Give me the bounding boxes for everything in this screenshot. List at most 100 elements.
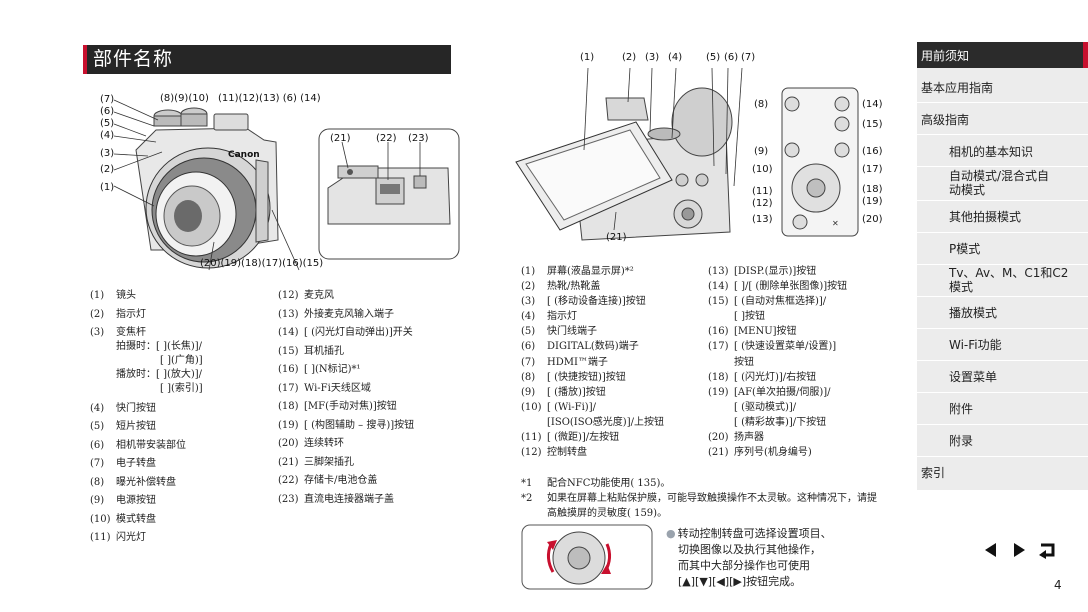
list-item: (19)[ (构图辅助 – 搜寻)]按钮 (278, 419, 415, 431)
next-page-button[interactable] (1008, 540, 1030, 560)
list-item: (22)存储卡/电池仓盖 (278, 475, 378, 486)
ctrl-callout-20: (20) (862, 214, 883, 225)
list-item: (20)连续转环 (278, 438, 344, 449)
ctrl-callout-9: (9) (754, 146, 769, 157)
list-item: (1)镜头 (90, 290, 136, 301)
triangle-left-icon (985, 543, 996, 557)
back-callout-2: (2) (622, 52, 637, 63)
list-item: (20)扬声器 (708, 432, 764, 444)
sidebar-item-other-modes[interactable]: 其他拍摄模式 (949, 209, 1022, 224)
front-parts-col2: (12)麦克风 (13)外接麦克风输入端子 (14)[ (闪光灯自动弹出)]开关… (278, 287, 414, 509)
sidebar-item-accessories[interactable]: 附件 (949, 401, 974, 416)
list-item: (4)指示灯 (521, 311, 577, 323)
back-parts-col2: (13)[DISP.(显示)]按钮 (14)[ ]/[ (删除单张图像)]按钮 … (708, 264, 847, 460)
list-item: (5)短片按钮 (90, 421, 156, 432)
control-panel-illustration: ✕ (781, 87, 859, 237)
front-callout-left-4: (4) (100, 130, 115, 141)
front-callout-left-7: (7) (100, 94, 115, 105)
list-item: (6)DIGITAL(数码)端子 (521, 341, 639, 353)
list-item: (16)[MENU]按钮 (708, 326, 797, 338)
list-item: (13)[DISP.(显示)]按钮 (708, 266, 817, 277)
back-callout-7: (7) (741, 52, 756, 63)
camera-front-illustration (113, 99, 300, 271)
list-item: (9)电源按钮 (90, 495, 156, 506)
ctrl-callout-17: (17) (862, 164, 883, 175)
back-button[interactable] (1036, 540, 1058, 560)
sidebar-item-wifi[interactable]: Wi-Fi功能 (949, 337, 1002, 352)
page-number: 4 (1054, 578, 1062, 592)
camera-back-illustration (515, 67, 743, 241)
sidebar-item-basic-guide[interactable]: 基本应用指南 (921, 80, 994, 95)
list-item: (18)[MF(手动对焦)]按钮 (278, 401, 397, 412)
back-callout-1: (1) (580, 52, 595, 63)
list-item: (11)[ (微距)]/左按钮 (521, 432, 620, 444)
list-item: (23)直流电连接器端子盖 (278, 493, 394, 505)
inset-callout-21: (21) (330, 133, 351, 144)
list-item: (6)相机带安装部位 (90, 439, 186, 451)
list-item: (3)[ (移动设备连接)]按钮 (521, 296, 646, 308)
control-dial-illustration (521, 524, 653, 590)
back-callout-6: (6) (724, 52, 739, 63)
list-item: (14)[ ]/[ (删除单张图像)]按钮 (708, 281, 848, 293)
sidebar-item-advanced-guide[interactable]: 高级指南 (921, 112, 970, 127)
list-item: (12)麦克风 (278, 290, 334, 301)
list-item: (18)[ (闪光灯)]/右按钮 (708, 371, 817, 383)
tip-text: ●转动控制转盘可选择设置项目、 切换图像以及执行其他操作， 而其中大部分操作也可… (666, 527, 832, 588)
sidebar-item-setup-menu[interactable]: 设置菜单 (949, 369, 998, 384)
list-item: (21)三脚架插孔 (278, 456, 354, 468)
list-item: (2)热靴/热靴盖 (521, 281, 601, 293)
sidebar-item-camera-basics[interactable]: 相机的基本知识 (949, 144, 1034, 159)
front-callout-left-3: (3) (100, 148, 115, 159)
list-item: (1)屏幕(液晶显示屏)*² (521, 266, 634, 277)
front-callout-left-5: (5) (100, 118, 115, 129)
sidebar-item-auto-mode[interactable]: 自动模式/混合式自动模式 (949, 169, 1050, 197)
return-arrow-icon (1039, 543, 1055, 559)
ctrl-callout-15: (15) (862, 119, 883, 130)
back-parts-col1: (1)屏幕(液晶显示屏)*² (2)热靴/热靴盖 (3)[ (移动设备连接)]按… (521, 264, 664, 460)
front-callout-left-1: (1) (100, 182, 115, 193)
sidebar-item-appendix[interactable]: 附录 (949, 433, 974, 448)
sidebar (917, 42, 1088, 490)
list-item: (7)HDMI™端子 (521, 356, 608, 368)
list-item: (13)外接麦克风输入端子 (278, 308, 394, 320)
ctrl-callout-10: (10) (752, 164, 773, 175)
inset-callout-22: (22) (376, 133, 397, 144)
list-item: (19)[AF(单次拍摄/伺服)]/ (708, 386, 831, 398)
ctrl-callout-16: (16) (862, 146, 883, 157)
page-title: 部件名称 (83, 45, 451, 74)
prev-page-button[interactable] (980, 540, 1002, 560)
list-item: (4)快门按钮 (90, 402, 156, 414)
back-callout-4: (4) (668, 52, 683, 63)
list-item: (8)曝光补偿转盘 (90, 476, 176, 488)
sidebar-item-before-use[interactable]: 用前须知 (917, 42, 1088, 68)
ctrl-callout-14: (14) (862, 99, 883, 110)
list-item: (16)[ ](N标记)*¹ (278, 364, 361, 375)
ctrl-callout-8: (8) (754, 99, 769, 110)
list-item: (5)快门线端子 (521, 326, 597, 338)
sidebar-item-playback[interactable]: 播放模式 (949, 305, 998, 320)
sidebar-item-index[interactable]: 索引 (921, 465, 946, 480)
front-callout-left-6: (6) (100, 106, 115, 117)
sidebar-item-tv-av-m[interactable]: Tv、Av、M、C1和C2模式 (949, 266, 1069, 294)
ctrl-callout-13: (13) (752, 214, 773, 225)
list-item: (8)[ (快捷按钮)]按钮 (521, 371, 626, 383)
back-callout-21: (21) (606, 232, 627, 243)
list-item: (2)指示灯 (90, 308, 146, 320)
svg-text:✕: ✕ (832, 219, 839, 228)
list-item: (15)[ (自动对焦框选择)]/ (708, 296, 827, 308)
sidebar-item-p-mode[interactable]: P模式 (949, 241, 981, 256)
bullet-icon: ● (666, 527, 676, 540)
ctrl-callout-12: (12) (752, 198, 773, 209)
front-callout-top-b: (11)(12)(13) (6) (14) (218, 93, 321, 104)
back-callout-3: (3) (645, 52, 660, 63)
inset-callout-23: (23) (408, 133, 429, 144)
list-item: (21)序列号(机身编号) (708, 447, 812, 459)
front-parts-col1: (1)镜头 (2)指示灯 (3)变焦杆 拍摄时：[ ](长焦)]/ [ ](广角… (90, 287, 203, 548)
ctrl-callout-18: (18) (862, 184, 883, 195)
list-item: (15)耳机插孔 (278, 345, 344, 357)
list-item: (12)控制转盘 (521, 447, 587, 459)
brand-logo: Canon (228, 150, 260, 160)
ctrl-callout-19: (19) (862, 196, 883, 207)
